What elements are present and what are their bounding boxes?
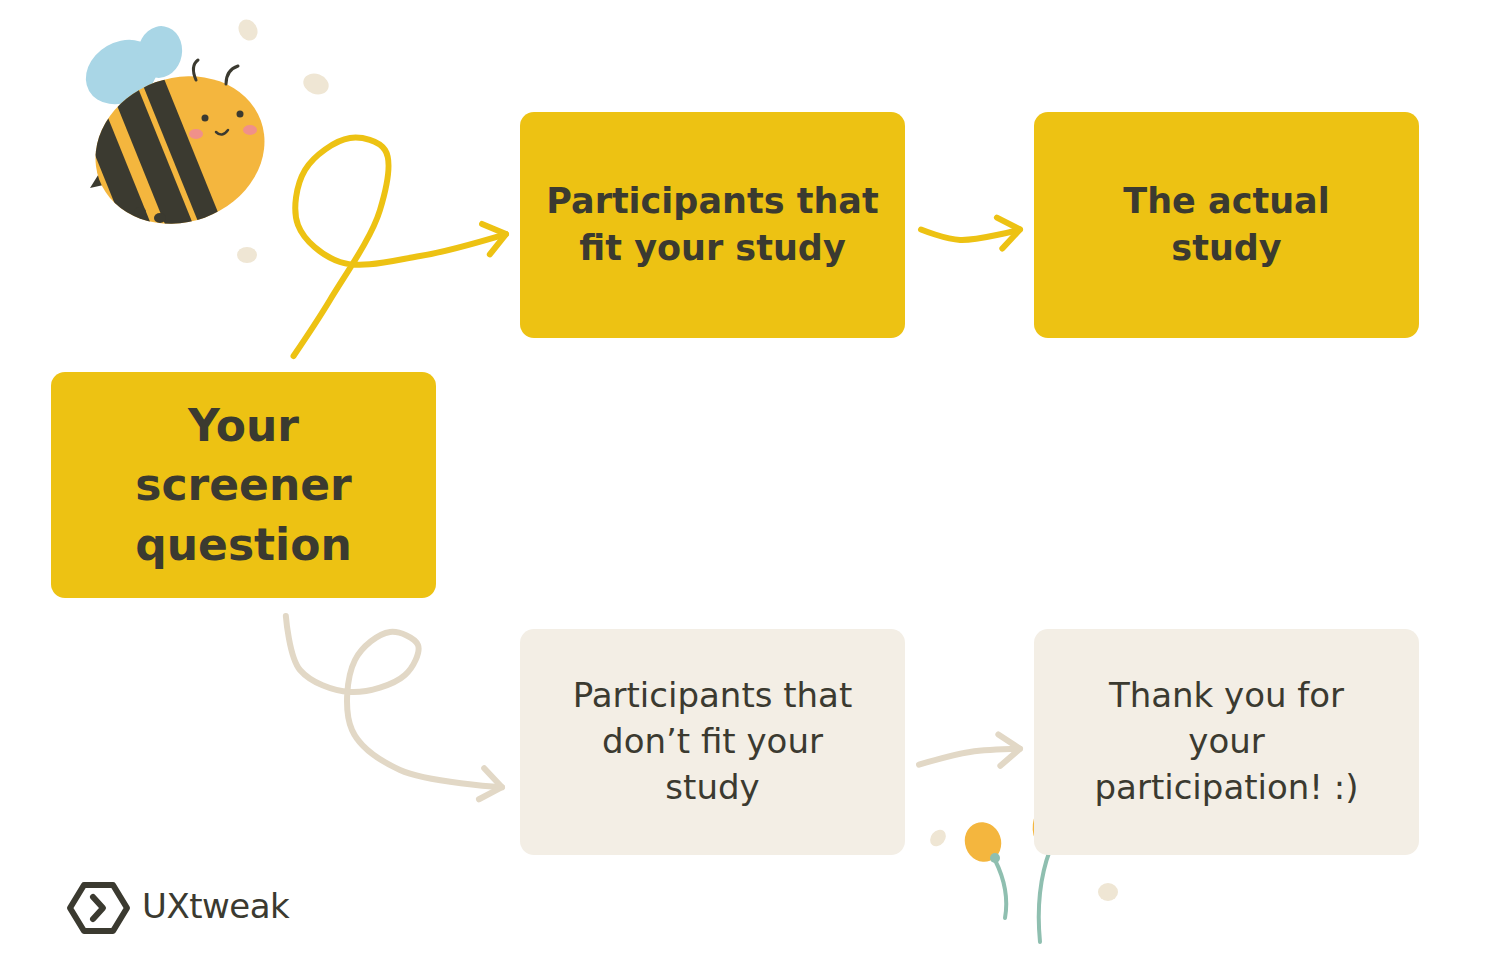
arrow-head <box>482 224 506 254</box>
flow-arrow <box>294 138 506 356</box>
process-box: Participants that don’t fit your study <box>520 629 905 855</box>
arrow-head <box>479 768 502 799</box>
connector-line <box>294 138 506 356</box>
flow-arrow <box>921 218 1020 249</box>
connector-line <box>921 230 1020 241</box>
connector-line <box>286 616 502 787</box>
logo-text: UXtweak <box>142 886 289 926</box>
bee-illustration <box>53 23 285 257</box>
node-text: Participants that don’t fit your study <box>573 673 853 811</box>
arrow-head <box>998 734 1020 765</box>
node-text: Thank you for your participation! :) <box>1077 673 1377 811</box>
arrow-head <box>997 218 1020 249</box>
screener-box: Your screener question <box>51 372 436 598</box>
process-box: The actual study <box>1034 112 1419 338</box>
process-box: Thank you for your participation! :) <box>1034 629 1419 855</box>
node-text: Participants that fit your study <box>546 178 879 273</box>
flow-arrow <box>286 616 502 799</box>
flow-arrow <box>919 734 1020 765</box>
node-text: The actual study <box>1077 178 1377 273</box>
logo-mark <box>70 885 127 931</box>
process-box: Participants that fit your study <box>520 112 905 338</box>
node-text: Your screener question <box>77 396 410 574</box>
